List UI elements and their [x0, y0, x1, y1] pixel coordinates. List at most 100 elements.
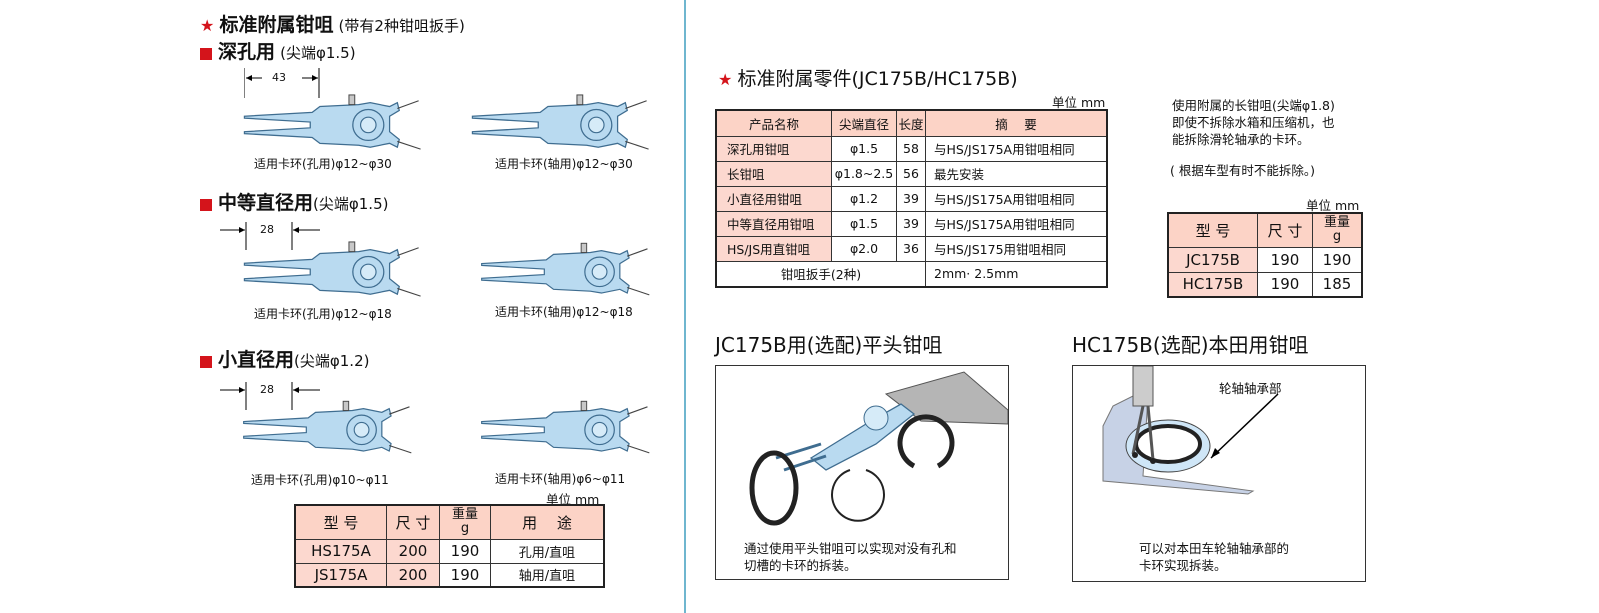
caption-hole: 适用卡环(孔用)φ10~φ11 [251, 473, 389, 487]
table-header: 型 号 [294, 504, 387, 540]
caption-line: 可以对本田车轮轴轴承部的 [1139, 541, 1290, 556]
caption-line: 通过使用平头钳咀可以实现对没有孔和 [744, 541, 957, 556]
plier-hole-illustration [240, 93, 425, 153]
red-square-icon [200, 198, 212, 211]
table-header: 长度 [896, 109, 926, 137]
table-cell: 39 [896, 210, 926, 237]
table-cell: 与HS/JS175A用钳咀相同 [925, 210, 1108, 237]
table-cell: JS175A [294, 562, 387, 588]
table-cell: 36 [896, 235, 926, 262]
table-cell: 190 [1257, 271, 1313, 298]
table-row: JS175A 200 190 轴用/直咀 [294, 562, 605, 588]
table-row: 长钳咀 φ1.8~2.5 56 最先安装 [715, 160, 1108, 187]
table-cell: HC175B [1167, 271, 1258, 298]
section-name: 中等直径用 [218, 192, 314, 214]
jc-caption: 通过使用平头钳咀可以实现对没有孔和 切槽的卡环的拆装。 [744, 540, 957, 574]
table-cell: 190 [1257, 246, 1313, 273]
table-cell: 56 [896, 160, 926, 187]
table-cell: 190 [1312, 246, 1363, 273]
parts-table: 产品名称 尖端直径 长度 摘 要 深孔用钳咀 φ1.5 58 与HS/JS175… [715, 109, 1108, 288]
dimension-value: 28 [260, 383, 274, 396]
unit-label: 单位 mm [546, 492, 600, 507]
table-cell: 185 [1312, 271, 1363, 298]
table-cell: 200 [386, 538, 440, 564]
note-line: 即使不拆除水箱和压缩机，也 [1172, 115, 1335, 130]
table-header: 用 途 [490, 504, 605, 540]
table-cell: φ1.5 [831, 210, 897, 237]
table-cell: φ1.5 [831, 135, 897, 162]
table-header: 摘 要 [925, 109, 1108, 137]
section-tip: (尖端φ1.5) [313, 195, 389, 213]
column-divider [684, 0, 686, 613]
unit-label: 单位 mm [1306, 198, 1360, 213]
table-cell: 与HS/JS175A用钳咀相同 [925, 185, 1108, 212]
plier-shaft-illustration [478, 398, 653, 458]
flat-tip-plier-illustration [749, 371, 1008, 526]
note-line: 使用附属的长钳咀(尖端φ1.8) [1172, 98, 1335, 113]
section-deep-hole-heading: 深孔用 (尖端φ1.5) [200, 37, 356, 64]
caption-line: 切槽的卡环的拆装。 [744, 558, 857, 573]
left-title-note: (带有2种钳咀扳手) [338, 17, 465, 35]
section-small-heading: 小直径用(尖端φ1.2) [200, 345, 369, 372]
dimension-marker: 28 [220, 380, 320, 410]
table-header: 型 号 [1167, 212, 1258, 248]
table-cell: 最先安装 [925, 160, 1108, 187]
table-row: 钳咀扳手(2种) 2mm· 2.5mm [715, 260, 1108, 288]
caption-hole: 适用卡环(孔用)φ12~φ18 [254, 307, 392, 321]
section-tip: (尖端φ1.2) [294, 352, 370, 370]
section-medium-heading: 中等直径用(尖端φ1.5) [200, 188, 388, 215]
table-row: 中等直径用钳咀 φ1.5 39 与HS/JS175A用钳咀相同 [715, 210, 1108, 237]
dimension-marker: 28 [220, 220, 320, 250]
table-cell: 长钳咀 [715, 160, 832, 187]
jc-illustration-box: 通过使用平头钳咀可以实现对没有孔和 切槽的卡环的拆装。 [715, 365, 1009, 580]
red-square-icon [200, 355, 212, 368]
table-cell: φ2.0 [831, 235, 897, 262]
table-cell: φ1.8~2.5 [831, 160, 897, 187]
unit-label: 单位 mm [1052, 95, 1106, 110]
left-title-text: 标准附属钳咀 [219, 14, 334, 36]
table-cell: 与HS/JS175A用钳咀相同 [925, 135, 1108, 162]
hc-section-title: HC175B(选配)本田用钳咀 [1072, 333, 1309, 357]
jc-section-title: JC175B用(选配)平头钳咀 [715, 333, 943, 357]
long-tip-note: 使用附属的长钳咀(尖端φ1.8) 即使不拆除水箱和压缩机，也 能拆除滑轮轴承的卡… [1172, 97, 1335, 148]
table-cell: 190 [439, 538, 491, 564]
table-header: 产品名称 [715, 109, 832, 137]
caption-shaft: 适用卡环(轴用)φ12~φ18 [495, 305, 633, 319]
table-cell: 190 [439, 562, 491, 588]
table-cell: 58 [896, 135, 926, 162]
plier-shaft-illustration [478, 240, 653, 300]
honda-plier-illustration [1102, 366, 1279, 495]
caption-shaft: 适用卡环(轴用)φ12~φ30 [495, 157, 633, 171]
table-cell: 孔用/直咀 [490, 538, 605, 564]
table-row: 深孔用钳咀 φ1.5 58 与HS/JS175A用钳咀相同 [715, 135, 1108, 162]
dimension-marker: 43 [244, 66, 320, 98]
table-cell: 小直径用钳咀 [715, 185, 832, 212]
table-cell: 钳咀扳手(2种) [715, 260, 926, 288]
table-row: HS175A 200 190 孔用/直咀 [294, 538, 605, 564]
table-row: 小直径用钳咀 φ1.2 39 与HS/JS175A用钳咀相同 [715, 185, 1108, 212]
table-cell: 200 [386, 562, 440, 588]
table-row: HC175B 190 185 [1167, 271, 1363, 298]
table-cell: 2mm· 2.5mm [925, 260, 1108, 288]
section-tip: (尖端φ1.5) [280, 44, 356, 62]
table-cell: 轴用/直咀 [490, 562, 605, 588]
table-header: 尺 寸 [386, 504, 440, 540]
table-cell: HS175A [294, 538, 387, 564]
right-title: ★ 标准附属零件(JC175B/HC175B) [718, 64, 1018, 91]
caption-shaft: 适用卡环(轴用)φ6~φ11 [495, 472, 626, 486]
model-note: ( 根据车型有时不能拆除。) [1170, 163, 1315, 178]
note-line: 能拆除滑轮轴承的卡环。 [1172, 132, 1310, 147]
table-cell: φ1.2 [831, 185, 897, 212]
table-row: JC175B 190 190 [1167, 246, 1363, 273]
star-icon: ★ [200, 16, 215, 35]
section-name: 深孔用 [218, 41, 276, 63]
caption-line: 卡环实现拆装。 [1139, 558, 1227, 573]
plier-shaft-illustration [468, 93, 653, 153]
table-cell: 中等直径用钳咀 [715, 210, 832, 237]
dimension-value: 43 [272, 71, 286, 84]
section-name: 小直径用 [218, 349, 295, 371]
